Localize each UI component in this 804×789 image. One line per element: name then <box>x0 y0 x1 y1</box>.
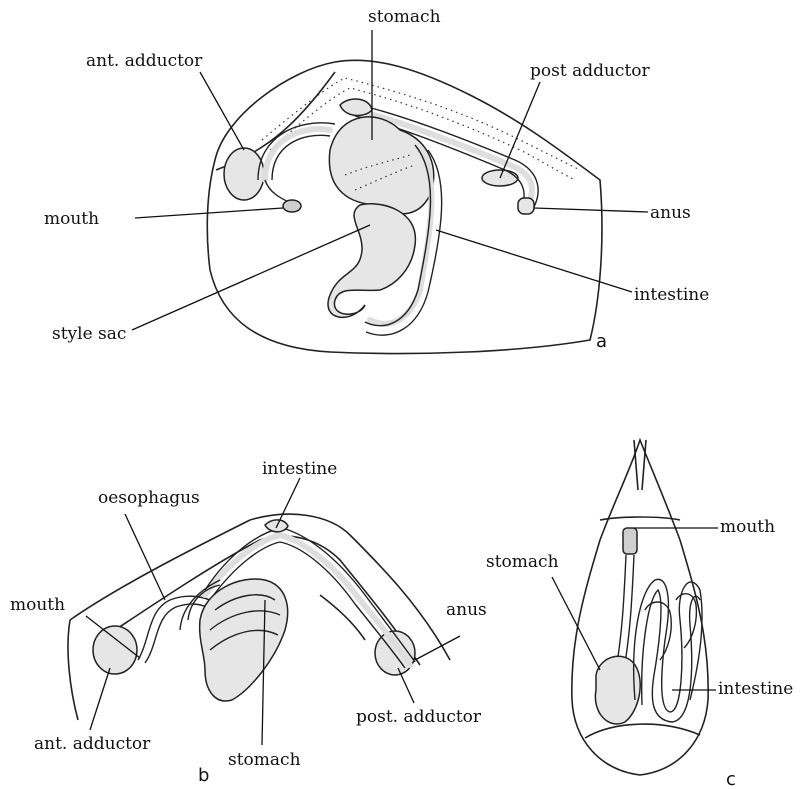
label-anus-a: anus <box>650 203 691 223</box>
mouth-a <box>283 200 301 212</box>
panel-label-b: b <box>198 765 209 786</box>
label-stomach-a: stomach <box>368 7 441 27</box>
label-ant-adductor-b: ant. adductor <box>34 734 151 754</box>
panel-label-a: a <box>596 331 607 352</box>
label-post-adductor-a: post adductor <box>530 61 651 81</box>
label-oesophagus-b: oesophagus <box>98 488 200 508</box>
leader-mouth-a <box>135 208 283 218</box>
panel-c: mouth stomach intestine c <box>486 440 793 789</box>
stomach-b <box>200 579 288 701</box>
leader-ant-adductor-a <box>200 72 244 150</box>
leader-intestine-b <box>276 478 300 528</box>
label-mouth-b: mouth <box>10 595 65 615</box>
label-ant-adductor-a: ant. adductor <box>86 51 203 71</box>
mouth-c <box>623 528 637 554</box>
label-post-adductor-b: post. adductor <box>356 707 482 727</box>
anus-knob-a <box>518 198 534 214</box>
panel-a: stomach ant. adductor post adductor mout… <box>44 7 709 354</box>
label-mouth-a: mouth <box>44 209 99 229</box>
leader-post-adductor-b <box>398 668 414 703</box>
label-stomach-c: stomach <box>486 552 559 572</box>
leader-oesophagus-b <box>125 514 165 600</box>
leader-anus-a <box>534 208 648 212</box>
label-intestine-a: intestine <box>634 285 709 305</box>
style-sac-a <box>328 204 415 318</box>
label-mouth-c: mouth <box>720 517 775 537</box>
label-intestine-b: intestine <box>262 459 337 479</box>
leader-ant-adductor-b <box>90 668 110 730</box>
label-stomach-b: stomach <box>228 750 301 770</box>
panel-label-c: c <box>726 769 736 789</box>
label-style-sac-a: style sac <box>52 324 126 344</box>
leader-stomach-c <box>552 577 600 670</box>
label-anus-b: anus <box>446 600 487 620</box>
label-intestine-c: intestine <box>718 679 793 699</box>
leader-post-adductor-a <box>500 82 540 178</box>
panel-b: intestine oesophagus mouth anus ant. add… <box>10 459 487 786</box>
